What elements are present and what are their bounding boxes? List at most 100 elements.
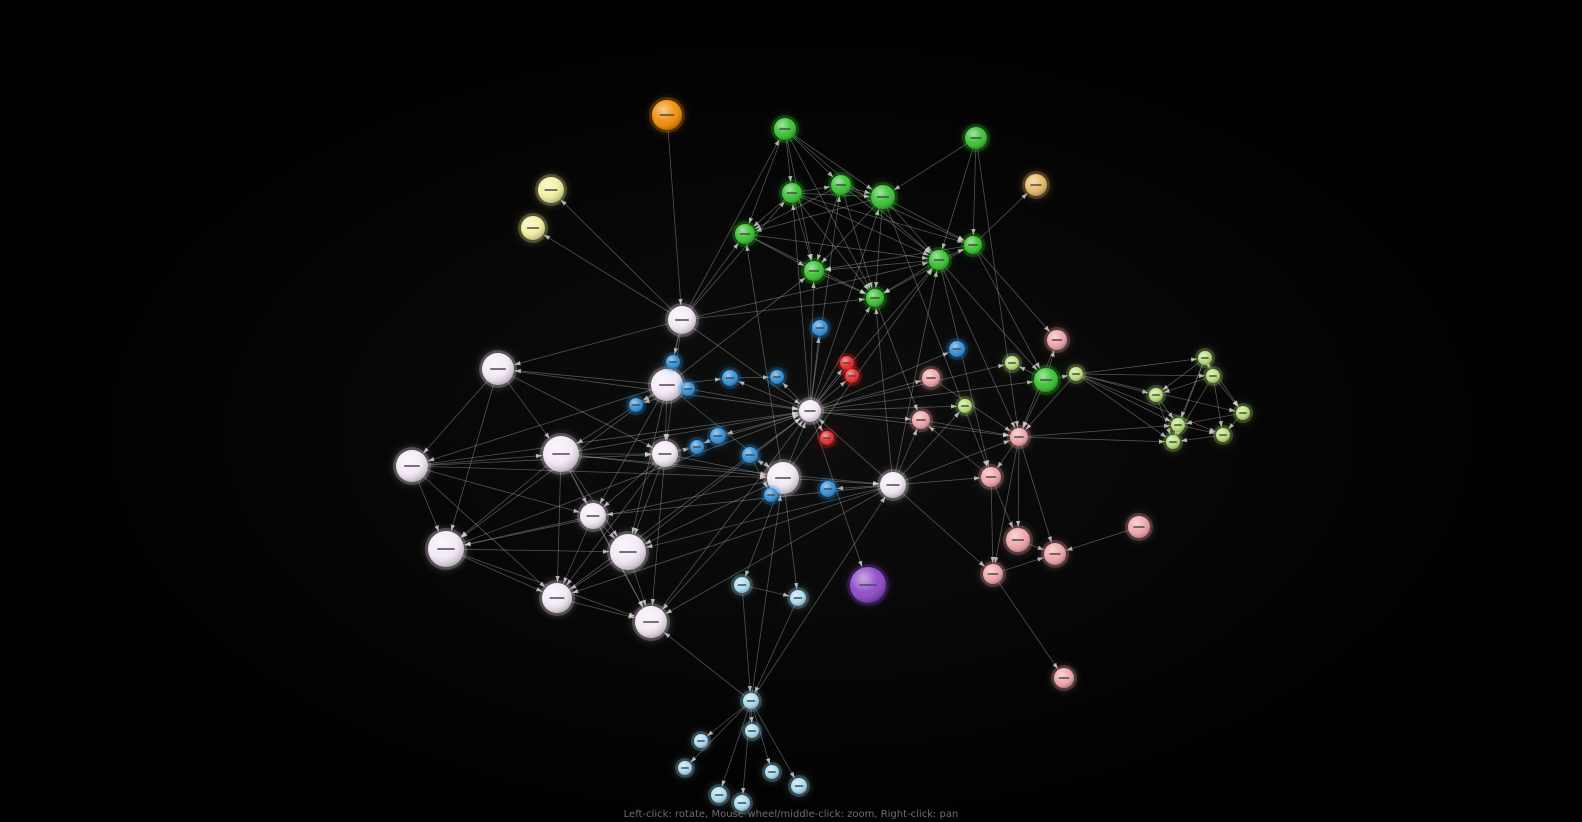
graph-node-tan[interactable] [1022,171,1050,199]
graph-node-white[interactable] [577,500,609,532]
graph-edge [445,548,629,553]
edge-arrowhead [836,485,844,491]
graph-node-lightblue[interactable] [691,731,711,751]
graph-node-green[interactable] [863,286,887,310]
edge-arrowhead [990,556,995,564]
graph-edge [681,128,786,321]
graph-edge [741,700,752,804]
graph-node-blue[interactable] [817,478,839,500]
graph-node-white[interactable] [665,303,699,337]
graph-node-blue[interactable] [946,338,968,360]
edge-arrowhead [690,756,697,763]
graph-node-blue[interactable] [626,395,646,415]
graph-node-green[interactable] [828,172,854,198]
edge-arrowhead [836,369,843,376]
graph-edge [718,700,752,796]
graph-node-lightgreen[interactable] [1213,425,1233,445]
graph-node-green[interactable] [779,180,805,206]
graph-node-pink[interactable] [1125,513,1153,541]
graph-edge [650,484,894,623]
graph-node-lightgreen[interactable] [1233,403,1253,423]
graph-node-lightblue[interactable] [740,690,762,712]
graph-node-green[interactable] [926,247,952,273]
edge-arrowhead [555,575,560,583]
graph-edge [784,128,940,261]
graph-node-lightblue[interactable] [762,762,782,782]
graph-edge [744,128,786,235]
graph-node-blue[interactable] [687,437,707,457]
edge-arrowhead [1228,423,1235,430]
graph-edge [684,700,752,769]
graph-node-lightgreen[interactable] [1163,432,1183,452]
graph-node-lightgreen[interactable] [1146,385,1166,405]
graph-node-lightblue[interactable] [788,775,810,797]
graph-node-blue[interactable] [663,352,683,372]
edge-arrowhead [794,398,801,405]
graph-node-blue[interactable] [739,444,761,466]
graph-node-white[interactable] [607,531,649,573]
graph-node-lightgreen[interactable] [1195,348,1215,368]
graph-edge [809,196,884,412]
graph-node-white[interactable] [648,366,686,404]
graph-node-pink[interactable] [919,366,943,390]
graph-node-pink[interactable] [909,408,933,432]
graph-node-lightgreen[interactable] [1002,353,1022,373]
graph-nodes [393,97,1253,814]
graph-node-lightblue[interactable] [708,784,730,806]
graph-node-lightblue[interactable] [675,758,695,778]
graph-node-white[interactable] [425,528,467,570]
graph-node-lightblue[interactable] [787,587,809,609]
graph-node-white[interactable] [393,447,431,485]
graph-node-red[interactable] [842,366,862,386]
graph-node-pink[interactable] [1007,425,1031,449]
graph-edge [744,184,842,235]
graph-node-purple[interactable] [847,564,889,606]
graph-node-pink[interactable] [1041,540,1069,568]
graph-edge [741,584,752,702]
graph-node-green[interactable] [961,233,985,257]
graph-node-blue[interactable] [678,379,698,399]
edge-arrowhead [872,481,880,486]
graph-node-white[interactable] [539,580,575,616]
graph-node-pink[interactable] [1003,525,1033,555]
graph-node-lightgreen[interactable] [955,396,975,416]
graph-edge [411,465,594,517]
graph-node-orange[interactable] [649,97,685,133]
graph-node-blue[interactable] [719,367,741,389]
graph-node-white[interactable] [877,469,909,501]
graph-node-white[interactable] [796,397,824,425]
graph-node-pink[interactable] [1051,665,1077,691]
graph-node-white[interactable] [540,433,582,475]
graph-node-green[interactable] [1031,365,1061,395]
graph-node-lightgreen[interactable] [1168,415,1188,435]
graph-node-lightblue[interactable] [742,721,762,741]
graph-node-green[interactable] [801,258,827,284]
graph-node-yellow[interactable] [535,174,567,206]
graph-node-blue[interactable] [761,485,781,505]
graph-node-pink[interactable] [978,464,1004,490]
graph-node-lightgreen[interactable] [1203,366,1223,386]
graph-node-green[interactable] [868,182,898,212]
graph-node-blue[interactable] [767,367,787,387]
graph-node-pink[interactable] [980,561,1006,587]
graph-node-lightblue[interactable] [731,792,753,814]
graph-edge [1018,436,1174,443]
edge-arrowhead [747,685,753,693]
graph-node-lightgreen[interactable] [1066,364,1086,384]
graph-node-yellow[interactable] [518,213,548,243]
graph-node-green[interactable] [771,115,799,143]
graph-node-white[interactable] [632,603,670,641]
graph-node-red[interactable] [817,428,837,448]
graph-node-pink[interactable] [1044,327,1070,353]
graph-node-white[interactable] [649,438,681,470]
graph-edge [411,465,558,599]
graph-node-green[interactable] [732,221,758,247]
graph-node-blue[interactable] [707,425,729,447]
graph-edge [813,259,940,272]
graph-node-white[interactable] [479,350,517,388]
graph-node-blue[interactable] [809,317,831,339]
graph-node-green[interactable] [962,124,990,152]
graph-node-lightblue[interactable] [731,574,753,596]
